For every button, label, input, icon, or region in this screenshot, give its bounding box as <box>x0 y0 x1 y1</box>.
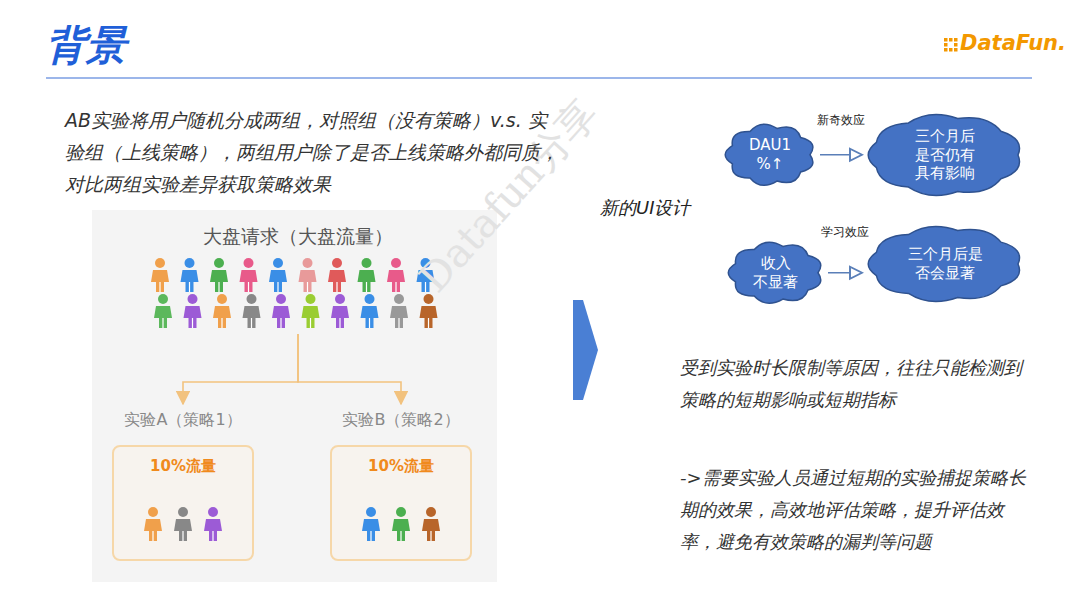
effect-label: 新奇效应 <box>815 112 867 129</box>
logo-text: DataFun. <box>960 30 1066 56</box>
note-text: ->需要实验人员通过短期的实验捕捉策略长期的效果，高效地评估策略，提升评估效率，… <box>680 462 1032 558</box>
person-icon <box>299 258 317 292</box>
title-rule <box>46 77 1032 78</box>
person-icon <box>387 258 405 292</box>
pool-title: 大盘请求（大盘流量） <box>148 218 448 250</box>
cloud-text: 三个月后是 否会显著 <box>904 245 986 283</box>
experiment-group: 实验A（策略1）10%流量 <box>112 404 254 561</box>
person-icon <box>328 258 346 292</box>
person-icon <box>392 507 410 541</box>
person-icon <box>184 294 202 328</box>
person-icon <box>272 294 290 328</box>
note-text: 受到实验时长限制等原因，往往只能检测到策略的短期影响或短期指标 <box>680 352 1032 416</box>
group-heading: 实验A（策略1） <box>112 404 254 445</box>
group-box: 10%流量 <box>330 445 472 561</box>
person-icon <box>358 258 376 292</box>
person-icon <box>151 258 169 292</box>
person-icon <box>213 294 231 328</box>
split-connector <box>183 334 298 404</box>
group-box: 10%流量 <box>112 445 254 561</box>
person-icon <box>243 294 261 328</box>
effect-label: 学习效应 <box>819 224 871 241</box>
person-icon <box>422 507 440 541</box>
person-icon <box>420 294 438 328</box>
person-icon <box>154 294 172 328</box>
person-icon <box>331 294 349 328</box>
group-people <box>133 505 233 545</box>
person-icon <box>240 258 258 292</box>
traffic-pool: 大盘请求（大盘流量） <box>148 218 448 334</box>
cloud-node: 收入 不显著 <box>727 240 824 306</box>
person-icon <box>210 258 228 292</box>
person-icon <box>269 258 287 292</box>
person-icon <box>362 507 380 541</box>
person-icon <box>361 294 379 328</box>
person-icon <box>204 507 222 541</box>
person-icon <box>302 294 320 328</box>
slide-title: 背景 <box>46 18 126 73</box>
split-connector <box>298 334 401 404</box>
group-people <box>351 505 451 545</box>
crowd-illustration <box>151 258 438 328</box>
traffic-share: 10%流量 <box>114 447 252 476</box>
cloud-text: 收入 不显著 <box>752 254 800 292</box>
effect-arrow <box>828 272 862 274</box>
cloud-text: 三个月后 是否仍有 具有影响 <box>910 127 980 183</box>
group-heading: 实验B（策略2） <box>330 404 472 445</box>
effect-arrow <box>820 154 862 156</box>
traffic-share: 10%流量 <box>332 447 470 476</box>
experiment-group: 实验B（策略2）10%流量 <box>330 404 472 561</box>
person-icon <box>181 258 199 292</box>
person-icon <box>390 294 408 328</box>
ui-label: 新的UI设计 <box>600 196 690 220</box>
cloud-text: DAU1 %↑ <box>746 136 794 174</box>
person-icon <box>144 507 162 541</box>
big-arrow <box>573 300 598 400</box>
person-icon <box>174 507 192 541</box>
cloud-node: 三个月后是 否会显著 <box>866 224 1024 304</box>
cloud-node: 三个月后 是否仍有 具有影响 <box>866 112 1024 198</box>
cloud-node: DAU1 %↑ <box>724 122 816 188</box>
intro-text: AB实验将用户随机分成两组，对照组（没有策略）v.s. 实验组（上线策略），两组… <box>65 104 560 200</box>
logo-icon <box>944 38 958 52</box>
